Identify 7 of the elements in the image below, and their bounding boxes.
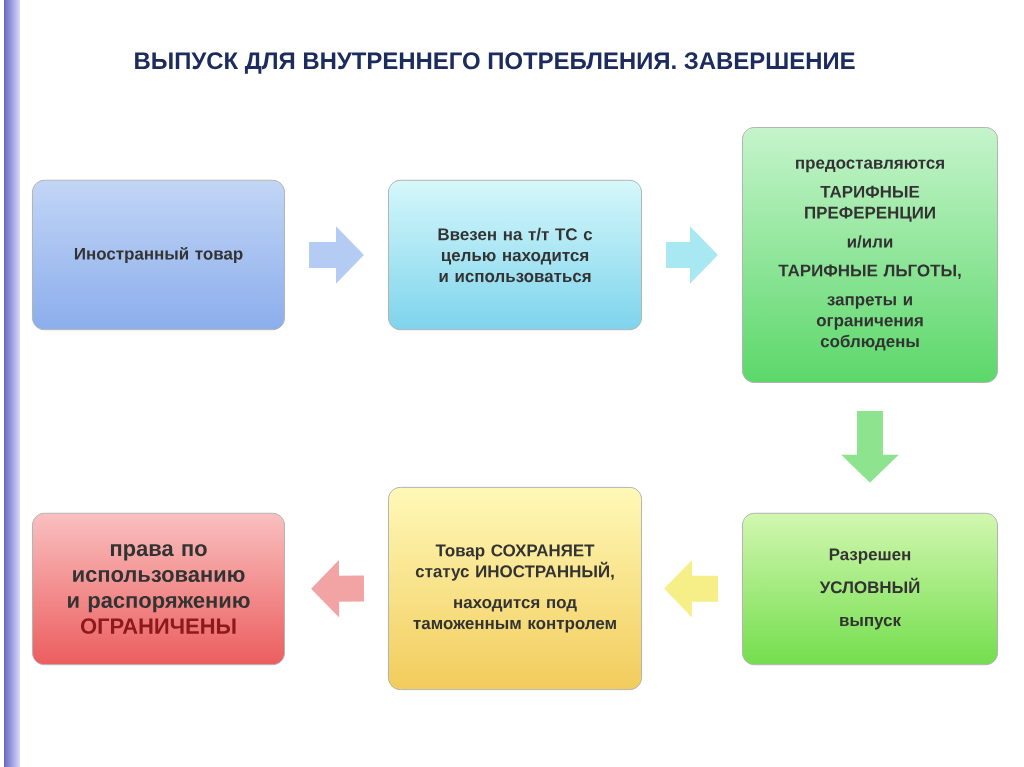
process-box: права по использованию и распоряжению ОГРАНИЧЕНЫ: [31, 512, 286, 666]
process-box: Разрешен УСЛОВНЫЙ выпуск: [742, 512, 998, 666]
process-box: Ввезен на т/т ТС с целью находится и использоваться: [388, 179, 643, 331]
process-box: Иностранный товар: [31, 179, 286, 331]
title: ВЫПУСК ДЛЯ ВНУТРЕННЕГО ПОТРЕБЛЕНИЯ. ЗАВЕРШЕНИЕ: [135, 52, 855, 74]
process-box: предоставляются ТАРИФНЫЕ ПРЕФЕРЕНЦИИ и/или ТАРИФНЫЕ ЛЬГОТЫ, запреты и ограничения соблюдены: [742, 127, 998, 383]
process-box: Товар СОХРАНЯЕТ статус ИНОСТРАННЫЙ, находится под таможенным контролем: [388, 486, 643, 691]
